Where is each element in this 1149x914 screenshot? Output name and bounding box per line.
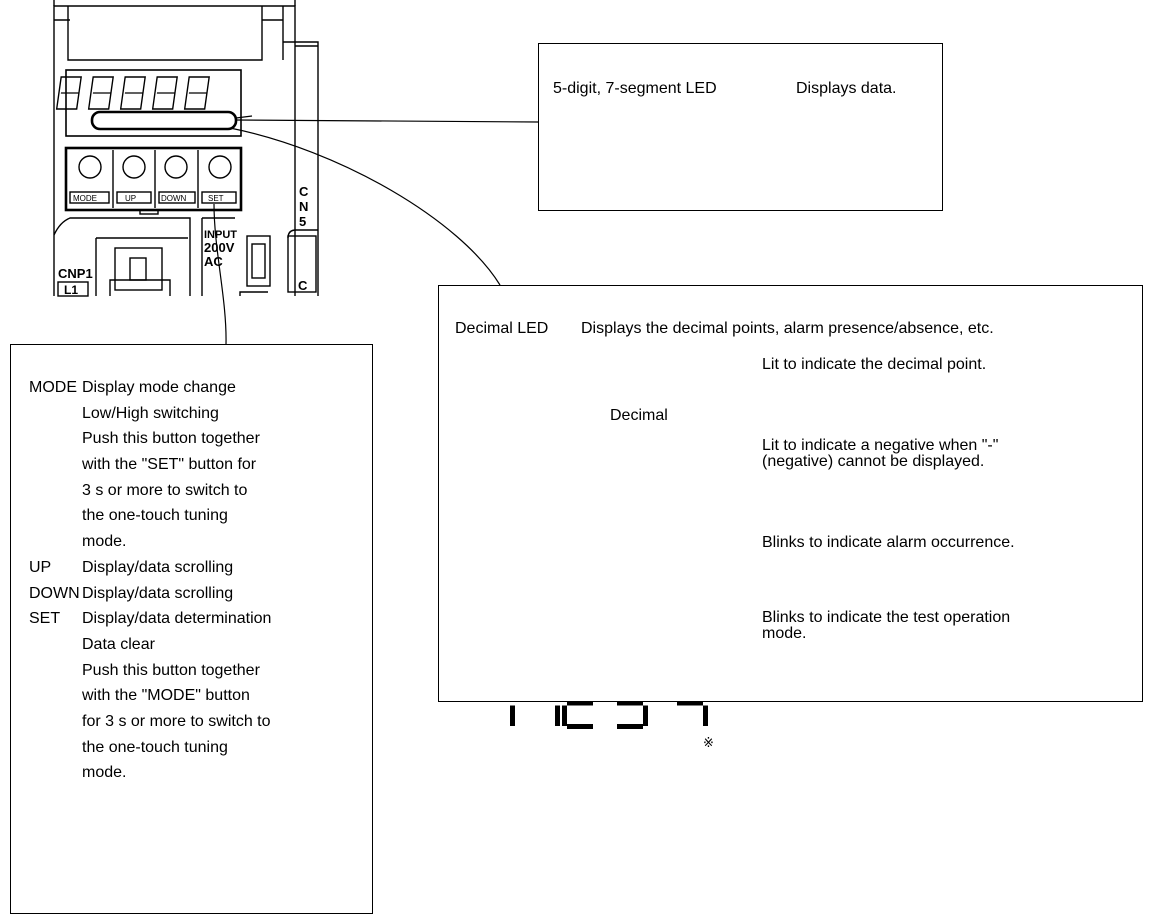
button-desc-row: MODE Display mode change: [29, 375, 271, 401]
button-desc-row: UP Display/data scrolling: [29, 555, 271, 581]
button-desc-text: mode.: [82, 533, 127, 551]
mode-btn-label: MODE: [73, 194, 97, 203]
decimal-point-label: Decimal: [610, 407, 668, 424]
button-desc-key: DOWN: [29, 584, 80, 602]
button-desc-key: MODE: [29, 379, 77, 396]
button-desc-row: Push this button together: [29, 426, 271, 452]
button-desc-text: Push this button together: [82, 430, 260, 448]
device-labels: MODE UP DOWN SET: [73, 194, 224, 203]
button-desc-row: SET Display/data determination: [29, 606, 271, 632]
button-desc-key: [29, 478, 82, 504]
button-desc-text: with the "MODE" button: [82, 687, 250, 705]
button-desc-key: [29, 632, 82, 658]
button-desc-text: the one-touch tuning: [82, 507, 228, 525]
up-btn-label: UP: [125, 194, 136, 203]
button-desc-text: Display/data determination: [82, 610, 272, 628]
set-btn-label: SET: [208, 194, 224, 203]
button-desc-row: Low/High switching: [29, 401, 271, 427]
button-desc-row: with the "SET" button for: [29, 452, 271, 478]
button-desc-row: the one-touch tuning: [29, 503, 271, 529]
button-desc-key: [29, 401, 82, 427]
button-desc-text: Push this button together: [82, 661, 260, 679]
button-desc-row: mode.: [29, 529, 271, 555]
button-desc-row: with the "MODE" button: [29, 683, 271, 709]
button-desc-row: the one-touch tuning: [29, 735, 271, 761]
button-desc-text: for 3 s or more to switch to: [82, 712, 271, 730]
button-desc-text: 3 s or more to switch to: [82, 481, 248, 499]
example-4-text-line1: Blinks to indicate the test operation: [762, 609, 1011, 626]
ac-label: AC: [204, 254, 223, 269]
l1-label: L1: [64, 283, 78, 297]
decimal-led-box: Decimal LED Displays the decimal points,…: [438, 285, 1143, 702]
example-2-text-line1: Lit to indicate a negative when "-": [762, 437, 999, 454]
button-desc-text: mode.: [82, 764, 127, 782]
button-desc-row: mode.: [29, 760, 271, 786]
test-mode-blink-mark: ※: [703, 736, 714, 751]
button-desc-row: Data clear: [29, 632, 271, 658]
button-desc-text: Display/data scrolling: [82, 584, 234, 602]
button-desc-key: [29, 426, 82, 452]
button-desc-key: SET: [29, 610, 61, 628]
button-desc-key: [29, 683, 82, 709]
button-desc-key: [29, 760, 82, 786]
button-desc-text: Display mode change: [82, 379, 236, 396]
led-description-box: 5-digit, 7-segment LED Displays data.: [538, 43, 943, 211]
button-desc-text: Low/High switching: [82, 404, 219, 422]
input-label: INPUT: [204, 229, 237, 241]
button-desc-row: for 3 s or more to switch to: [29, 709, 271, 735]
button-desc-key: [29, 529, 82, 555]
button-desc-row: 3 s or more to switch to: [29, 478, 271, 504]
voltage-label: 200V: [204, 240, 235, 255]
button-desc-text: Display/data scrolling: [82, 558, 234, 576]
down-btn-label: DOWN: [161, 194, 187, 203]
decimal-title: Decimal LED: [455, 320, 549, 337]
button-desc-key: UP: [29, 558, 52, 576]
decimal-desc: Displays the decimal points, alarm prese…: [581, 320, 994, 337]
button-desc-text: Data clear: [82, 635, 155, 653]
button-desc-key: [29, 735, 82, 761]
servo-amplifier-drawing: [53, 0, 319, 297]
example-2-text-line2: (negative) cannot be displayed.: [762, 453, 985, 470]
led-desc: Displays data.: [796, 80, 897, 97]
led-title: 5-digit, 7-segment LED: [553, 80, 717, 97]
button-desc-key: [29, 452, 82, 478]
button-desc-key: [29, 709, 82, 735]
example-1-text: Lit to indicate the decimal point.: [762, 356, 987, 373]
example-3-text: Blinks to indicate alarm occurrence.: [762, 534, 1015, 551]
leader-lines: [213, 115, 539, 345]
button-desc-key: [29, 503, 82, 529]
button-desc-key: [29, 658, 82, 684]
button-desc-text: with the "SET" button for: [82, 456, 257, 474]
button-desc-text: the one-touch tuning: [82, 738, 228, 756]
button-desc-row: Push this button together: [29, 658, 271, 684]
example-4-text-line2: mode.: [762, 625, 807, 642]
cnp1-label: CNP1: [58, 266, 93, 281]
cn-c-label: C: [298, 278, 308, 293]
